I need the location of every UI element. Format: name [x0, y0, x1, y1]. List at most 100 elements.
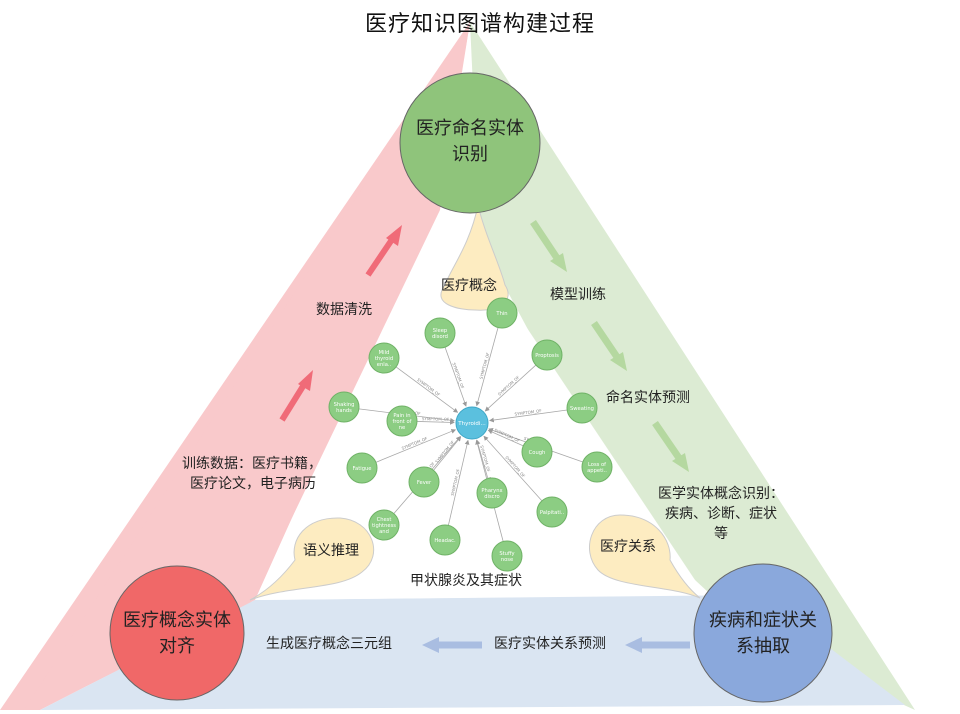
align-node-label: 医疗概念实体 对齐: [107, 608, 247, 660]
graph-edge: [475, 327, 499, 407]
graph-leaf-label: discro: [484, 494, 499, 500]
graph-leaf-label: Mild: [379, 350, 390, 356]
align-node: [109, 565, 245, 701]
data-clean-label: 数据清洗: [316, 302, 372, 318]
ner-node: [399, 72, 541, 214]
graph-edge: [433, 436, 462, 471]
graph-leaf-label: Chest: [377, 517, 392, 523]
pink-panel-body: [24, 22, 470, 710]
graph-leaf-node: [521, 436, 553, 468]
align-label-line2: 对齐: [159, 636, 195, 657]
graph-leaf-label: Proptosis: [535, 353, 559, 359]
graph-leaf-label: thyroid: [375, 356, 393, 362]
graph-edge-label: SYMPTOM_OF: [450, 468, 461, 496]
graph-leaf-label: tightness: [372, 523, 396, 529]
graph-leaf-node: [368, 342, 400, 374]
graph-leaf-label: Headac.: [434, 538, 456, 544]
graph-leaf-node: [536, 496, 568, 528]
ner-predict-label: 命名实体预测: [606, 390, 690, 406]
graph-edge: [489, 409, 568, 423]
green-arrow-1: [530, 220, 567, 272]
triples-label: 生成医疗概念三元组: [266, 636, 392, 652]
graph-center-label: Thyroidi...: [457, 421, 486, 427]
graph-leaf-label: Palpitati..: [540, 510, 565, 516]
graph-leaf-node: [424, 317, 456, 349]
concept-bubble-label: 医疗概念: [441, 278, 497, 294]
green-arrow-3: [652, 421, 689, 472]
graph-leaf-label: Loss of: [588, 462, 606, 468]
concept-recog-line1: 医学实体概念识别：: [658, 486, 784, 502]
red-arrow-upper: [365, 225, 402, 277]
graph-leaf-node: [491, 540, 523, 572]
graph-leaf-node: [328, 391, 360, 423]
ner-label-line2: 识别: [452, 144, 488, 165]
graph-leaf-label: and: [379, 529, 389, 535]
blue-arrow-1: [625, 637, 690, 653]
graph-edge: [484, 364, 537, 412]
graph-leaf-label: ne: [399, 425, 405, 431]
graph-leaf-node: [476, 477, 508, 509]
relation-node: [693, 563, 833, 703]
graph-caption: 甲状腺炎及其症状: [410, 573, 522, 589]
graph-edge: [483, 435, 543, 502]
train-data-label: 训练数据：医疗书籍， 医疗论文，电子病历: [182, 454, 322, 494]
graph-leaf-node: [368, 509, 400, 541]
graph-leaf-node: [581, 451, 613, 483]
align-label-line1: 医疗概念实体: [123, 610, 231, 631]
concept-bubble: [440, 204, 509, 311]
concept-recog-line2: 疾病、诊断、症状: [665, 506, 777, 522]
graph-leaf-label: Stuffy: [499, 551, 514, 557]
graph-leaf-label: appeti..: [587, 468, 607, 474]
graph-leaf-label: front of: [393, 419, 412, 425]
ner-node-label: 医疗命名实体 识别: [400, 116, 540, 168]
graph-leaf-label: Fatigue: [353, 466, 372, 472]
graph-leaf-label: disord: [432, 334, 448, 340]
relation-label-line1: 疾病和症状关: [709, 610, 817, 631]
train-data-line1: 训练数据：医疗书籍，: [182, 456, 322, 472]
graph-leaf-node: [429, 524, 461, 556]
graph-leaf-label: nose: [501, 557, 513, 563]
reasoning-bubble: [249, 517, 374, 601]
green-arrow-2: [591, 321, 627, 371]
relation-bubble-label: 医疗关系: [600, 539, 656, 555]
relation-label-line2: 系抽取: [736, 636, 790, 657]
graph-leaf-label: Thin: [495, 311, 507, 317]
graph-leaf-label: hands: [336, 408, 352, 414]
reasoning-bubble-label: 语义推理: [303, 543, 359, 559]
model-train-label: 模型训练: [550, 287, 606, 303]
diagram-title: 医疗知识图谱构建过程: [364, 12, 595, 37]
graph-edge: [475, 439, 489, 479]
graph-edge-label: SYMPTOM_OF: [422, 416, 450, 422]
graph-leaf-label: Sleep: [433, 328, 448, 334]
relation-bubble: [589, 514, 701, 599]
graph-leaf-label: Pain in: [393, 413, 410, 419]
graph-leaf-label: Shaking: [334, 402, 355, 408]
train-data-line2: 医疗论文，电子病历: [190, 476, 316, 492]
graph-leaf-label: Pharynx: [481, 488, 502, 494]
graph-center-node: [455, 406, 489, 440]
graph-leaf-node: [346, 452, 378, 484]
graph-edge: [395, 366, 459, 413]
red-arrow-lower: [279, 370, 313, 422]
graph-leaf-node: [408, 466, 440, 498]
graph-edge-label: SYMPTOM_OF: [514, 408, 542, 417]
graph-leaf-label: enla..: [377, 362, 392, 368]
ner-label-line1: 医疗命名实体: [416, 118, 524, 139]
blue-panel: [40, 595, 905, 710]
graph-edge: [487, 429, 524, 447]
graph-edge: [444, 346, 467, 407]
concept-recognition-label: 医学实体概念识别： 疾病、诊断、症状 等: [651, 484, 791, 544]
graph-leaf-label: Sweating: [570, 406, 594, 412]
graph-leaf-node: [486, 297, 518, 329]
relation-predict-label: 医疗实体关系预测: [494, 636, 606, 652]
graph-leaf-label: Cough: [529, 450, 546, 456]
blue-arrow-2: [422, 637, 482, 653]
graph-leaf-label: Fever: [417, 480, 432, 486]
graph-edge: [447, 439, 470, 526]
relation-node-label: 疾病和症状关 系抽取: [693, 608, 833, 660]
pink-panel: [0, 22, 470, 710]
graph-leaf-node: [566, 392, 598, 424]
green-panel: [470, 22, 915, 710]
graph-leaf-node: [531, 339, 563, 371]
